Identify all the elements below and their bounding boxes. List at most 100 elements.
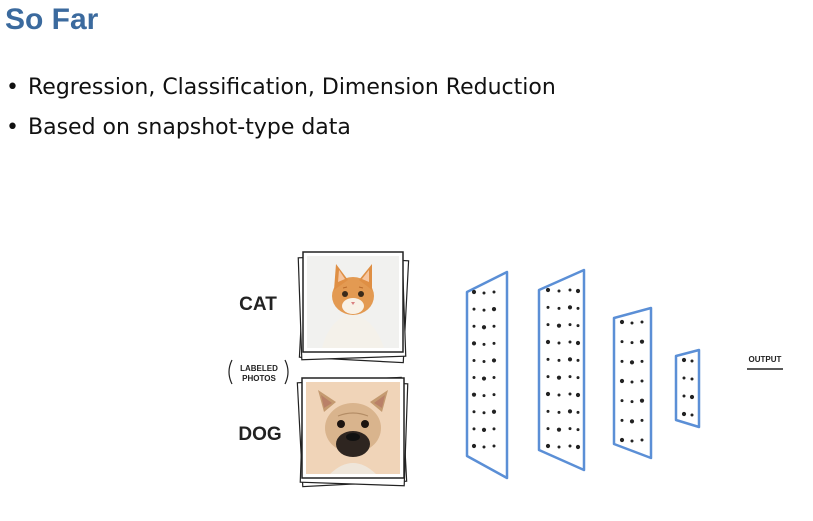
neuron-dot bbox=[472, 358, 476, 362]
neuron-dot bbox=[557, 341, 561, 345]
neuron-dot bbox=[640, 438, 644, 442]
neuron-dot bbox=[640, 320, 644, 324]
neuron-dot bbox=[471, 443, 477, 449]
neuron-dot bbox=[690, 413, 694, 417]
neuron-dot bbox=[567, 409, 573, 414]
neuron-dot bbox=[630, 400, 634, 404]
output-label: OUTPUT bbox=[749, 355, 782, 364]
neuron-dot bbox=[492, 324, 496, 328]
neuron-dot bbox=[576, 324, 580, 328]
neuron-dot bbox=[491, 358, 497, 363]
neuron-dot bbox=[639, 398, 645, 403]
neuron-dot bbox=[482, 308, 486, 312]
neuron-dot bbox=[640, 379, 644, 383]
neuron-dot bbox=[568, 340, 572, 344]
neuron-dot bbox=[481, 325, 487, 330]
neuron-dot bbox=[575, 392, 581, 398]
layer-2 bbox=[537, 268, 586, 472]
neuron-dot bbox=[576, 428, 580, 432]
neuron-dot bbox=[492, 376, 496, 380]
neuron-dot bbox=[690, 359, 694, 363]
neuron-dot bbox=[556, 427, 562, 432]
neuron-dot bbox=[481, 376, 487, 381]
neuron-dot bbox=[492, 290, 496, 294]
neuron-dot bbox=[620, 399, 624, 403]
neuron-dot bbox=[557, 289, 561, 293]
dog-label: DOG bbox=[238, 424, 281, 445]
neuron-dot bbox=[568, 427, 572, 431]
neuron-dot bbox=[546, 409, 550, 413]
neuron-dot bbox=[492, 393, 496, 397]
neuron-dot bbox=[482, 411, 486, 415]
neuron-dot bbox=[568, 392, 572, 396]
neuron-dot bbox=[619, 319, 625, 325]
neuron-dot bbox=[620, 359, 624, 363]
dog-photo-stack bbox=[296, 376, 409, 488]
neuron-dot bbox=[491, 307, 497, 312]
neuron-dot bbox=[545, 443, 551, 449]
neuron-dot bbox=[689, 394, 695, 400]
neuron-dot bbox=[472, 376, 476, 380]
neuron-dot bbox=[567, 305, 573, 310]
neuron-dot bbox=[639, 339, 645, 344]
cat-photo bbox=[307, 256, 399, 348]
neuron-dot bbox=[492, 427, 496, 431]
labeled-photos-note: LABELED PHOTOS bbox=[228, 359, 289, 385]
neuron-dot bbox=[482, 291, 486, 295]
layer-3 bbox=[612, 306, 653, 460]
neuron-dot bbox=[482, 445, 486, 449]
neuron-dot bbox=[546, 375, 550, 379]
neuron-dot bbox=[620, 340, 624, 344]
neuron-dot bbox=[630, 341, 634, 345]
layer-1-neurons bbox=[471, 289, 497, 449]
bullet-marker: • bbox=[6, 115, 19, 140]
neuron-dot bbox=[492, 341, 496, 345]
neuron-dot bbox=[557, 410, 561, 414]
neuron-dot bbox=[556, 375, 562, 380]
labeled-note-line2: PHOTOS bbox=[242, 374, 276, 383]
neuron-dot bbox=[576, 358, 580, 362]
neuron-dot bbox=[491, 409, 497, 414]
layer-4-neurons bbox=[681, 357, 695, 417]
neuron-dot bbox=[567, 357, 573, 362]
neuron-dot bbox=[575, 340, 581, 346]
neuron-dot bbox=[557, 306, 561, 310]
neuron-dot bbox=[575, 288, 581, 294]
neuron-dot bbox=[472, 324, 476, 328]
bullet-text: Regression, Classification, Dimension Re… bbox=[28, 75, 556, 100]
neuron-dot bbox=[682, 376, 686, 380]
neuron-dot bbox=[620, 418, 624, 422]
neuron-dot bbox=[568, 444, 572, 448]
dog-photo bbox=[306, 382, 400, 474]
neuron-dot bbox=[545, 339, 551, 345]
neuron-dot bbox=[557, 393, 561, 397]
layer-4 bbox=[674, 348, 701, 429]
neuron-dot bbox=[546, 305, 550, 309]
neuron-dot bbox=[630, 321, 634, 325]
neuron-dot bbox=[640, 418, 644, 422]
neuron-dot bbox=[629, 360, 635, 365]
neuron-dot bbox=[482, 359, 486, 363]
neuron-dot bbox=[630, 439, 634, 443]
neuron-dot bbox=[690, 377, 694, 381]
neuron-dot bbox=[568, 288, 572, 292]
bullet-marker: • bbox=[6, 75, 19, 100]
neuron-dot bbox=[557, 445, 561, 449]
layer-1 bbox=[465, 270, 509, 480]
neuron-dot bbox=[568, 375, 572, 379]
neuron-dot bbox=[481, 427, 487, 432]
neuron-dot bbox=[482, 342, 486, 346]
neuron-dot bbox=[619, 378, 625, 384]
neuron-dot bbox=[681, 411, 687, 417]
cat-photo-stack bbox=[297, 251, 410, 364]
layer-3-neurons bbox=[619, 319, 645, 443]
neuron-dot bbox=[546, 427, 550, 431]
neuron-dot bbox=[619, 437, 625, 443]
neuron-dot bbox=[557, 358, 561, 362]
neuron-dot bbox=[682, 394, 686, 398]
bullet-text: Based on snapshot-type data bbox=[28, 115, 351, 140]
neuron-dot bbox=[472, 427, 476, 431]
neuron-dot bbox=[472, 307, 476, 311]
cat-label: CAT bbox=[239, 294, 277, 315]
